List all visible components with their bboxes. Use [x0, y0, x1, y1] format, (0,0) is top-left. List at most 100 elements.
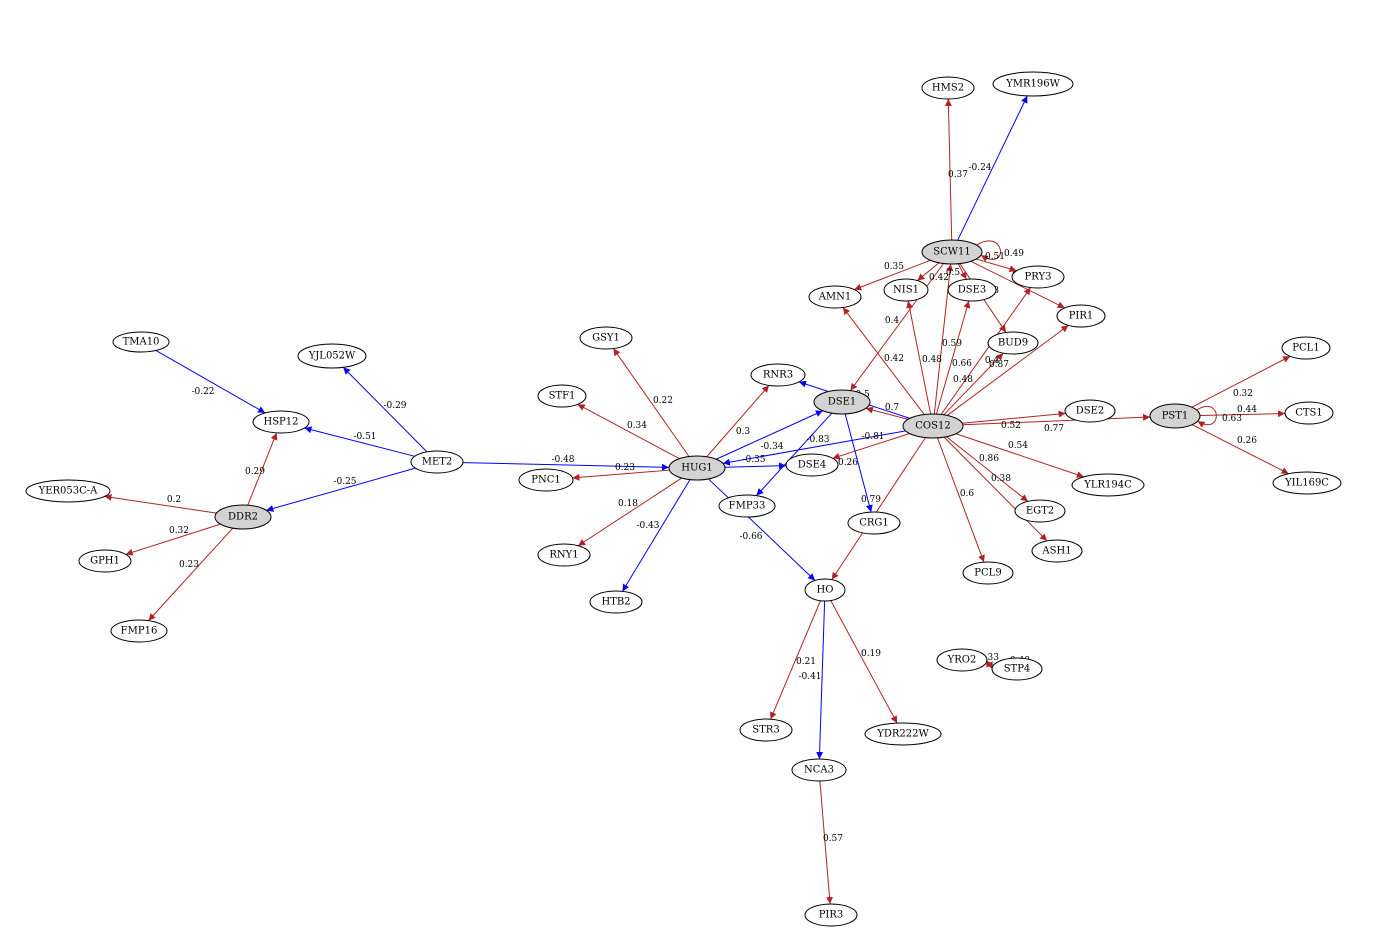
edge-hug1-to-htb2 — [622, 479, 691, 592]
node-label: FMP33 — [729, 501, 766, 512]
edge-weight-label: -0.83 — [806, 435, 829, 445]
node-label: PST1 — [1162, 411, 1189, 422]
node-ash1[interactable]: ASH1 — [1031, 539, 1083, 563]
edge-stp4-to-yro2 — [985, 661, 994, 669]
node-egt2[interactable]: EGT2 — [1014, 499, 1066, 523]
node-hug1[interactable]: HUG1 — [668, 455, 726, 481]
node-label: PCL1 — [1292, 343, 1319, 354]
node-stf1[interactable]: STF1 — [537, 384, 587, 408]
node-ylr194c[interactable]: YLR194C — [1071, 473, 1145, 497]
edge-cos12-to-ylr194c — [955, 433, 1084, 478]
edge-weight-label: 0.6 — [960, 489, 975, 499]
node-ellipse — [847, 511, 901, 535]
node-rny1[interactable]: RNY1 — [537, 543, 591, 567]
node-cts1[interactable]: CTS1 — [1284, 401, 1334, 425]
node-ellipse — [410, 450, 464, 474]
node-label: PNC1 — [531, 475, 561, 486]
node-hms2[interactable]: HMS2 — [921, 76, 975, 100]
node-fmp16[interactable]: FMP16 — [110, 619, 168, 643]
node-gph1[interactable]: GPH1 — [78, 549, 132, 573]
node-rnr3[interactable]: RNR3 — [750, 363, 806, 387]
edge-met2-to-hug1 — [462, 462, 670, 471]
node-label: YRO2 — [947, 655, 977, 666]
edge-scw11-to-dse1 — [849, 263, 944, 391]
node-yro2[interactable]: YRO2 — [936, 648, 988, 672]
node-cos12[interactable]: COS12 — [902, 413, 964, 439]
edge-met2-to-hsp12 — [304, 426, 415, 457]
node-ellipse — [992, 71, 1074, 97]
node-bud9[interactable]: BUD9 — [987, 331, 1039, 355]
edge-weight-label: 0.66 — [952, 359, 972, 369]
node-pcl9[interactable]: PCL9 — [962, 561, 1014, 585]
node-layer: TMA10YJL052WHSP12MET2YER053C-ADDR2GPH1FM… — [25, 71, 1342, 927]
node-yil169c[interactable]: YIL169C — [1272, 471, 1342, 495]
node-ddr2[interactable]: DDR2 — [214, 504, 272, 530]
edge-weight-label: 0.57 — [823, 834, 843, 844]
node-pst1[interactable]: PST1 — [1149, 403, 1201, 429]
node-pir3[interactable]: PIR3 — [804, 903, 858, 927]
node-str3[interactable]: STR3 — [739, 718, 793, 742]
node-label: DDR2 — [228, 512, 258, 523]
node-label: MET2 — [422, 457, 453, 468]
edge-weight-label: 0.22 — [653, 396, 673, 406]
node-ellipse — [962, 561, 1014, 585]
edge-weight-label: 0.5 — [946, 268, 961, 278]
node-ellipse — [297, 343, 367, 369]
node-gsy1[interactable]: GSY1 — [579, 326, 633, 350]
edge-weight-label: 0.23 — [179, 560, 199, 570]
edge-weight-label: 0.54 — [1008, 441, 1028, 451]
node-dse3[interactable]: DSE3 — [947, 278, 997, 302]
edge-cos12-to-pir1 — [946, 324, 1069, 416]
node-ellipse — [1272, 471, 1342, 495]
node-stp4[interactable]: STP4 — [991, 657, 1043, 681]
node-nca3[interactable]: NCA3 — [791, 758, 847, 782]
edge-weight-label: -0.35 — [742, 455, 765, 465]
node-ellipse — [936, 648, 988, 672]
node-amn1[interactable]: AMN1 — [808, 285, 862, 309]
node-htb2[interactable]: HTB2 — [589, 590, 643, 614]
node-label: GPH1 — [90, 556, 120, 567]
edge-weight-label: 0.26 — [838, 458, 858, 468]
edge-weight-label: 0.23 — [615, 463, 635, 473]
edge-weight-label: 0.3 — [736, 427, 751, 437]
node-ho[interactable]: HO — [804, 578, 846, 602]
node-ellipse — [589, 590, 643, 614]
edge-cos12-to-dse2 — [962, 410, 1066, 424]
node-met2[interactable]: MET2 — [410, 450, 464, 474]
node-dse2[interactable]: DSE2 — [1064, 399, 1116, 423]
node-pcl1[interactable]: PCL1 — [1281, 336, 1331, 360]
node-fmp33[interactable]: FMP33 — [718, 494, 776, 518]
node-label: RNY1 — [549, 550, 578, 561]
node-label: YLR194C — [1083, 480, 1132, 491]
node-crg1[interactable]: CRG1 — [847, 511, 901, 535]
node-pnc1[interactable]: PNC1 — [518, 468, 574, 492]
node-ellipse — [739, 718, 793, 742]
node-tma10[interactable]: TMA10 — [112, 331, 170, 353]
node-nis1[interactable]: NIS1 — [883, 278, 929, 302]
node-yjl052w[interactable]: YJL052W — [297, 343, 367, 369]
node-hsp12[interactable]: HSP12 — [252, 410, 310, 434]
node-label: YDR222W — [876, 729, 929, 740]
node-pry3[interactable]: PRY3 — [1011, 265, 1065, 289]
node-scw11[interactable]: SCW11 — [921, 239, 983, 265]
edge-weight-label: 0.33 — [979, 653, 999, 663]
edge-weight-label: 0.34 — [627, 421, 647, 431]
node-dse4[interactable]: DSE4 — [785, 453, 839, 477]
node-ellipse — [1284, 401, 1334, 425]
node-label: COS12 — [915, 421, 950, 432]
edge-hug1-to-stf1 — [577, 403, 680, 460]
edge-pst1-to-cts1 — [1199, 410, 1286, 418]
edge-hug1-to-pnc1 — [572, 469, 670, 481]
node-ellipse — [537, 384, 587, 408]
edge-cos12-to-bud9 — [943, 352, 1004, 416]
node-ellipse — [1281, 336, 1331, 360]
node-pir1[interactable]: PIR1 — [1056, 304, 1106, 328]
node-ydr222w[interactable]: YDR222W — [864, 722, 942, 746]
node-ymr196w[interactable]: YMR196W — [992, 71, 1074, 97]
edge-scw11-to-hms2 — [944, 98, 953, 241]
node-label: CRG1 — [859, 518, 889, 529]
node-ellipse — [1149, 403, 1201, 429]
node-dse1[interactable]: DSE1 — [813, 389, 871, 415]
node-yer053c-a[interactable]: YER053C-A — [25, 479, 111, 503]
edge-label-layer: -0.22-0.29-0.51-0.25-0.480.290.20.320.23… — [167, 163, 1257, 844]
